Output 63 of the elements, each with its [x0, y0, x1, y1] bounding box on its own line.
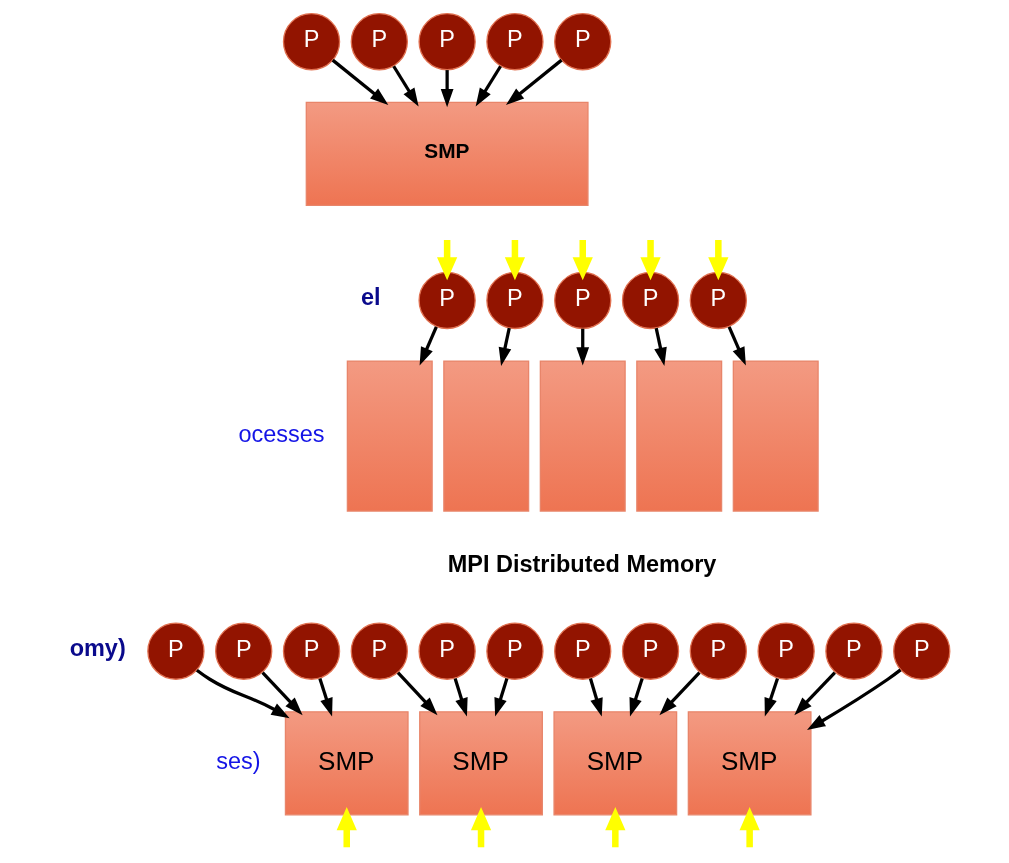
node-box — [539, 360, 626, 512]
node-box: SMP — [284, 711, 409, 816]
node-box — [636, 360, 723, 512]
node-circle: P — [554, 13, 612, 71]
node-box: SMP — [419, 711, 543, 816]
arrow — [498, 327, 512, 366]
label: el — [361, 283, 381, 310]
node-circle: P — [689, 622, 747, 680]
arrow — [807, 668, 902, 730]
arrow — [195, 668, 290, 719]
arrow — [494, 678, 509, 717]
arrow — [392, 65, 419, 107]
label: ses) — [216, 748, 261, 775]
node-circle: P — [486, 13, 544, 71]
arrow — [470, 807, 492, 848]
node-box: SMP — [305, 101, 589, 206]
arrow — [336, 807, 357, 848]
arrow — [318, 677, 333, 717]
node-circle: P — [486, 622, 544, 680]
label: MPI Distributed Memory — [447, 550, 717, 577]
arrow — [396, 671, 438, 716]
node-circle: P — [282, 13, 341, 71]
node-circle: P — [418, 622, 476, 680]
node-circle: P — [282, 622, 341, 680]
arrow — [794, 671, 836, 716]
node-circle: P — [215, 622, 273, 680]
label: omy) — [69, 634, 126, 661]
arrow — [440, 70, 454, 108]
node-circle: P — [621, 271, 680, 330]
arrow — [764, 677, 780, 717]
node-box: SMP — [553, 711, 678, 816]
node-box — [346, 360, 433, 512]
node-circle: P — [621, 622, 680, 680]
arrow — [654, 327, 667, 366]
arrow — [419, 326, 438, 366]
node-box — [732, 360, 819, 512]
node-circle: P — [554, 622, 612, 680]
arrow — [576, 328, 590, 366]
arrow — [261, 671, 303, 716]
arrow — [453, 678, 468, 717]
node-circle: P — [350, 13, 408, 71]
node-box — [443, 360, 530, 512]
node-circle: P — [757, 622, 815, 680]
node-circle: P — [486, 271, 544, 330]
arrow — [331, 58, 389, 106]
node-circle: P — [147, 622, 205, 680]
node-circle: P — [554, 271, 612, 330]
arrow — [475, 65, 502, 107]
node-circle: P — [350, 622, 408, 680]
label: ocesses — [238, 420, 325, 447]
node-box: SMP — [687, 711, 812, 816]
arrow — [505, 58, 563, 106]
node-circle: P — [418, 13, 476, 71]
arrow — [739, 807, 760, 848]
node-circle: P — [825, 622, 883, 680]
arrow — [588, 678, 603, 717]
node-circle: P — [893, 622, 951, 680]
arrow — [727, 326, 746, 366]
arrow — [659, 671, 701, 716]
arrow — [629, 677, 644, 717]
node-circle: P — [689, 271, 747, 330]
arrow — [605, 807, 626, 848]
node-circle: P — [418, 271, 476, 330]
